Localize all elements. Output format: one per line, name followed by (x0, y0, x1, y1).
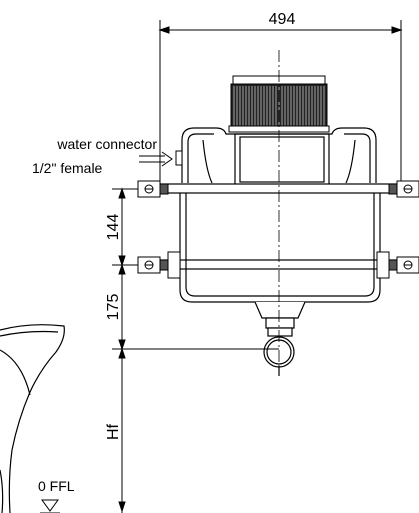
bracket-bottom-left (137, 251, 181, 279)
upper-frame-bar (139, 183, 419, 194)
water-connector-arrow (139, 151, 173, 167)
cistern-lower (179, 193, 381, 303)
floor-level-label: 0 FFL (38, 478, 75, 494)
water-connector-nub (175, 150, 183, 166)
bracket-top-right (388, 180, 419, 198)
water-connector-label-line1: water connector (56, 136, 157, 152)
outlet-fitting (254, 301, 306, 337)
toilet-bowl (0, 324, 65, 513)
width-dimension-label: 494 (269, 11, 296, 28)
dimension-144-label: 144 (105, 214, 122, 241)
bracket-top-left (137, 180, 169, 198)
dimension-175-label: 175 (105, 294, 122, 321)
bracket-bottom-right (376, 251, 419, 279)
top-grille (228, 75, 330, 133)
water-connector-label-line2: 1/2" female (32, 160, 103, 176)
width-dimension (158, 20, 403, 190)
vertical-dimensions (112, 187, 279, 513)
floor-level-triangle (40, 499, 60, 513)
dimension-hf-label: Hf (105, 423, 122, 440)
